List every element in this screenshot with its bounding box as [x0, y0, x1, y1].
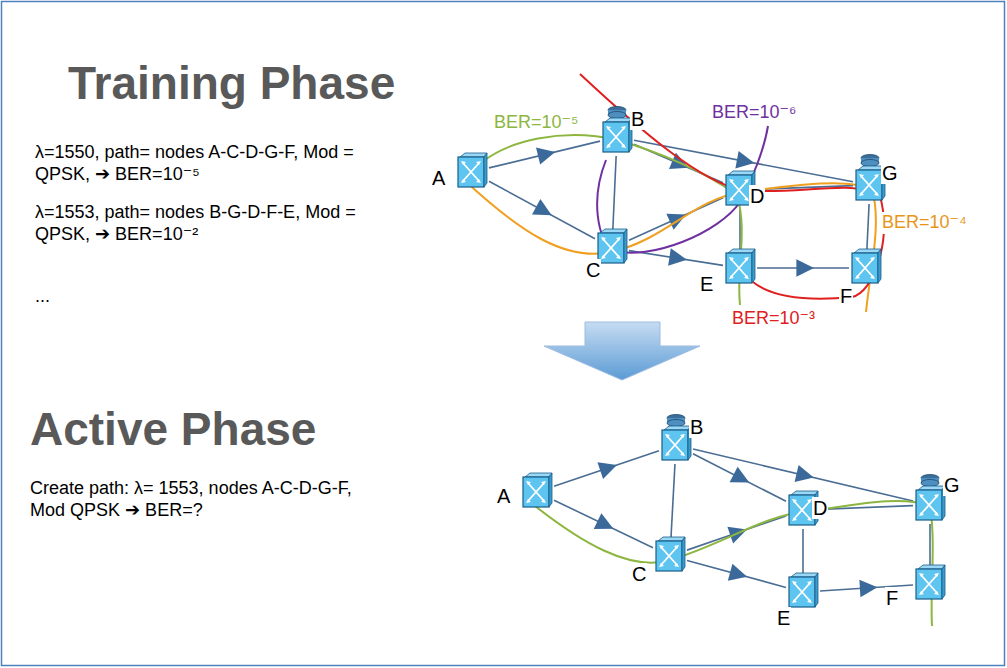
network-node: C	[597, 231, 627, 265]
lightpath-orange	[462, 178, 876, 312]
node-letter: B	[689, 416, 704, 438]
training-sample: λ=1553, path= nodes B-G-D-F-E, Mod = QPS…	[35, 202, 375, 245]
node-letter: C	[585, 259, 601, 281]
node-letter: A	[496, 485, 511, 507]
fiber-link	[554, 451, 659, 487]
amplifier-symbol	[597, 462, 616, 479]
amplifier-symbol	[668, 248, 687, 265]
switch-icon	[655, 539, 685, 573]
amplifier-symbol	[594, 513, 614, 529]
switch-icon	[788, 575, 818, 609]
amplifier-symbol	[795, 465, 814, 482]
switch-icon	[851, 251, 881, 285]
node-letter: E	[776, 607, 791, 629]
switch-icon	[457, 155, 487, 189]
switch-icon	[725, 251, 755, 285]
ber-label: BER=10⁻⁴	[880, 212, 969, 234]
switch-icon	[522, 475, 552, 509]
amplifier-symbol	[532, 199, 552, 215]
switch-icon	[661, 428, 691, 462]
switch-icon	[597, 231, 627, 265]
fiber-link	[629, 198, 723, 241]
node-letter: C	[631, 563, 647, 585]
fiber-link	[930, 524, 931, 565]
network-node: B	[602, 120, 632, 154]
active-request: Create path: λ= 1553, nodes A-C-D-G-F, M…	[30, 478, 370, 521]
amplifier-symbol	[536, 147, 555, 164]
phase-title: Active Phase	[30, 402, 316, 457]
node-letter: B	[630, 108, 645, 130]
network-node: E	[788, 575, 818, 609]
network-node: B	[661, 428, 691, 462]
switch-icon	[915, 567, 945, 601]
lightpath-green-active	[530, 501, 933, 626]
network-node: D	[725, 173, 755, 207]
fiber-link	[693, 454, 786, 502]
ber-label: BER=10⁻⁵	[492, 112, 581, 134]
node-letter: F	[839, 285, 853, 307]
amplifier-symbol	[728, 564, 747, 581]
ber-label: BER=10⁻³	[730, 308, 817, 330]
lightpath-red	[580, 74, 884, 299]
node-letter: G	[881, 162, 899, 184]
fiber-link	[613, 156, 616, 229]
network-node: C	[655, 539, 685, 573]
phase-arrow	[544, 322, 700, 380]
amplifier-symbol	[796, 259, 814, 277]
amplifier-symbol	[727, 527, 747, 544]
node-letter: D	[812, 497, 828, 519]
amplifier-symbol	[735, 151, 754, 168]
switch-icon	[602, 120, 632, 154]
fiber-link	[629, 248, 723, 265]
fiber-link	[867, 204, 869, 249]
ber-label: BER=10⁻⁶	[710, 102, 798, 124]
fiber-link	[803, 529, 804, 573]
fiber-link	[757, 259, 849, 277]
node-letter: E	[699, 273, 714, 295]
network-node: F	[915, 567, 945, 601]
ellipsis-note: ...	[35, 286, 50, 308]
fiber-link	[489, 141, 600, 168]
switch-icon	[915, 488, 945, 522]
training-sample: λ=1550, path= nodes A-C-D-G-F, Mod = QPS…	[35, 142, 375, 185]
lightpath-green	[462, 135, 742, 305]
node-letter: A	[431, 167, 446, 189]
network-node: A	[522, 475, 552, 509]
node-letter: D	[749, 185, 765, 207]
fiber-link	[554, 500, 653, 548]
node-letter: G	[943, 474, 961, 496]
network-node: G	[855, 168, 885, 202]
phase-title: Training Phase	[68, 56, 395, 111]
network-node: G	[915, 488, 945, 522]
network-node: D	[788, 493, 818, 527]
node-letter: F	[885, 587, 899, 609]
network-node: F	[851, 251, 881, 285]
network-node: A	[457, 155, 487, 189]
amplifier-symbol	[730, 467, 750, 483]
fiber-link	[489, 181, 595, 239]
fiber-link	[671, 464, 675, 537]
fiber-link	[687, 561, 786, 588]
fiber-link	[693, 449, 913, 501]
network-node: E	[725, 251, 755, 285]
amplifier-symbol	[859, 580, 877, 598]
